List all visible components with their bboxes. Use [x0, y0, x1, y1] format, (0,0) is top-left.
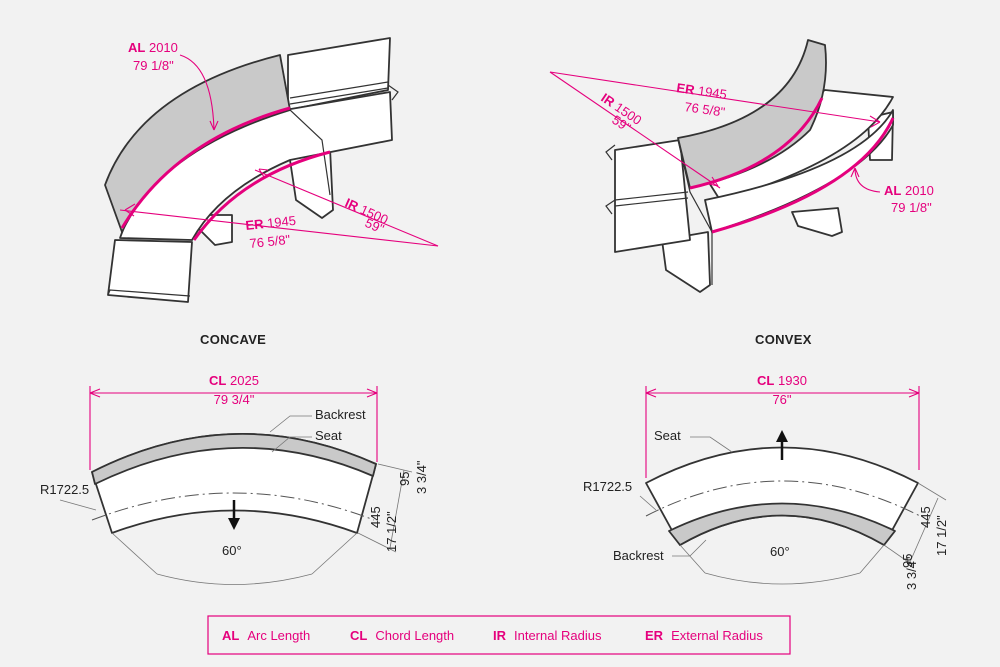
bench-leg — [661, 231, 711, 293]
concave-cl-label: CL 2025 — [209, 373, 259, 388]
concave-seat-label: Seat — [315, 428, 342, 443]
concave-centerline — [91, 492, 375, 521]
convex-seat-label: Seat — [654, 428, 681, 443]
concave-ir-inch: 59" — [363, 215, 387, 237]
al-leader — [854, 167, 881, 193]
convex-radius: R1722.5 — [583, 479, 632, 494]
module-seam — [279, 54, 331, 196]
convex-backrest-label: Backrest — [613, 548, 664, 563]
concave-3d-view: AL 2010 79 1/8" ER 1945 76 5/8" IR 1500 … — [104, 37, 439, 303]
er-dimension-line — [549, 71, 881, 123]
convex-angle: 60° — [770, 544, 790, 559]
convex-3d-view: ER 1945 76 5/8" IR 1500 59" AL 2010 79 1… — [549, 39, 934, 293]
ir-dimension-line — [549, 71, 721, 189]
concave-plan-view: CL 2025 79 3/4" 60° R1722.5 Backrest Sea… — [40, 373, 429, 585]
convex-er-label: ER 1945 — [676, 80, 728, 102]
concave-er-label: ER 1945 — [245, 213, 297, 233]
ir-dimension-line — [254, 169, 439, 247]
concave-al-inch: 79 1/8" — [133, 58, 174, 73]
concave-backrest-depth-inch: 3 3/4" — [414, 460, 429, 494]
concave-er-inch: 76 5/8" — [249, 232, 291, 251]
convex-seat-depth-mm: 445 — [918, 506, 933, 528]
concave-backrest-label: Backrest — [315, 407, 366, 422]
legend-box — [207, 615, 791, 655]
concave-radius: R1722.5 — [40, 482, 89, 497]
convex-plan-view: CL 1930 76" 60° R1722.5 Seat Backrest 44… — [583, 373, 949, 590]
convex-al-inch: 79 1/8" — [891, 200, 932, 215]
convex-centerline — [645, 480, 921, 517]
concave-seat-depth-inch: 17 1/2" — [384, 511, 399, 552]
bench-backrest — [677, 39, 827, 189]
concave-cl-inch: 79 3/4" — [214, 392, 255, 407]
convex-cl-inch: 76" — [772, 392, 791, 407]
convex-title: CONVEX — [755, 332, 812, 347]
inner-arc-edge — [192, 150, 331, 241]
concave-plan-backrest — [91, 433, 377, 485]
module-seam — [677, 139, 713, 285]
arc-edge — [689, 97, 824, 190]
convex-backrest-depth-inch: 3 3/4" — [904, 556, 919, 590]
bench-end-block — [107, 239, 193, 303]
concave-angle: 60° — [222, 543, 242, 558]
convex-al-label: AL 2010 — [884, 183, 934, 198]
convex-cl-label: CL 1930 — [757, 373, 807, 388]
arc-length-edge — [711, 117, 895, 234]
al-leader — [179, 54, 215, 131]
concave-title: CONCAVE — [200, 332, 266, 347]
bench-leg — [791, 207, 843, 237]
convex-backrest-depth-mm: 95 — [900, 554, 915, 568]
concave-backrest-depth-mm: 95 — [397, 472, 412, 486]
angle-arc — [704, 572, 861, 585]
concave-al-label: AL 2010 — [128, 40, 178, 55]
convex-er-inch: 76 5/8" — [684, 99, 727, 120]
arc-length-edge — [120, 106, 291, 229]
angle-arc — [156, 573, 313, 585]
er-dimension-line — [119, 209, 439, 247]
convex-seat-depth-inch: 17 1/2" — [934, 515, 949, 556]
concave-seat-depth-mm: 445 — [368, 506, 383, 528]
